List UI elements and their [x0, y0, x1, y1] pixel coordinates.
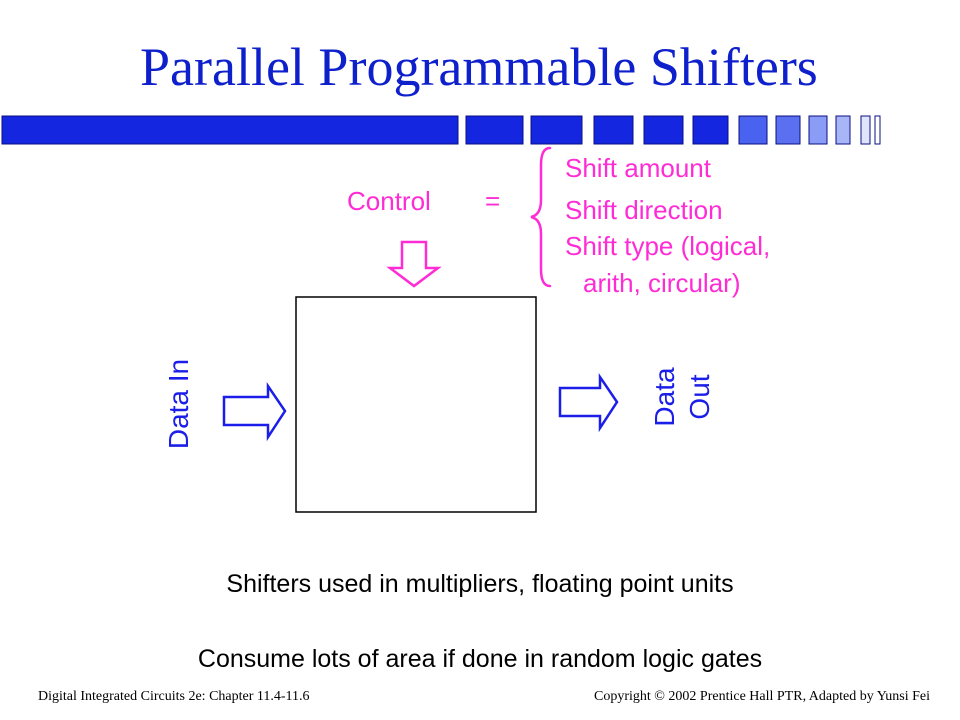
bar-segment — [530, 115, 583, 145]
caption-shifters-usage: Shifters used in multipliers, floating p… — [226, 570, 734, 598]
equals-sign: = — [485, 186, 501, 216]
bar-segment — [643, 115, 684, 145]
bar-segment — [860, 115, 871, 145]
bar-segments — [1, 115, 881, 145]
caption-area-cost: Consume lots of area if done in random l… — [197, 645, 763, 673]
footer-copyright: Copyright © 2002 Prentice Hall PTR, Adap… — [594, 689, 930, 704]
control-arrow — [386, 240, 442, 288]
control-option-shift-type: Shift type (logical, — [565, 231, 771, 261]
data-in-label: Data In — [163, 358, 194, 450]
data-out-label-line2: Out — [684, 374, 715, 420]
bar-segment — [808, 115, 828, 145]
title-decorative-bar — [1, 115, 881, 145]
control-option-shift-amount: Shift amount — [565, 153, 711, 183]
bar-segment — [738, 115, 768, 145]
control-label: Control — [347, 186, 431, 216]
control-option-shift-direction: Shift direction — [565, 195, 723, 225]
bar-segment — [692, 115, 729, 145]
bar-segment — [465, 115, 524, 145]
brace-path — [530, 146, 552, 288]
bar-segment — [593, 115, 634, 145]
page-title: Parallel Programmable Shifters — [140, 37, 818, 97]
bar-segment — [1, 115, 459, 145]
bar-segment — [874, 115, 881, 145]
control-option-shift-type-cont: arith, circular) — [583, 268, 741, 298]
footer-course-info: Digital Integrated Circuits 2e: Chapter … — [38, 689, 310, 704]
data-in-arrow — [222, 381, 287, 442]
curly-brace — [530, 146, 552, 288]
bar-segment — [775, 115, 801, 145]
data-out-arrow — [558, 372, 619, 433]
bar-segment — [835, 115, 851, 145]
data-out-label-line1: Data — [649, 367, 680, 427]
shifter-block — [295, 296, 537, 513]
